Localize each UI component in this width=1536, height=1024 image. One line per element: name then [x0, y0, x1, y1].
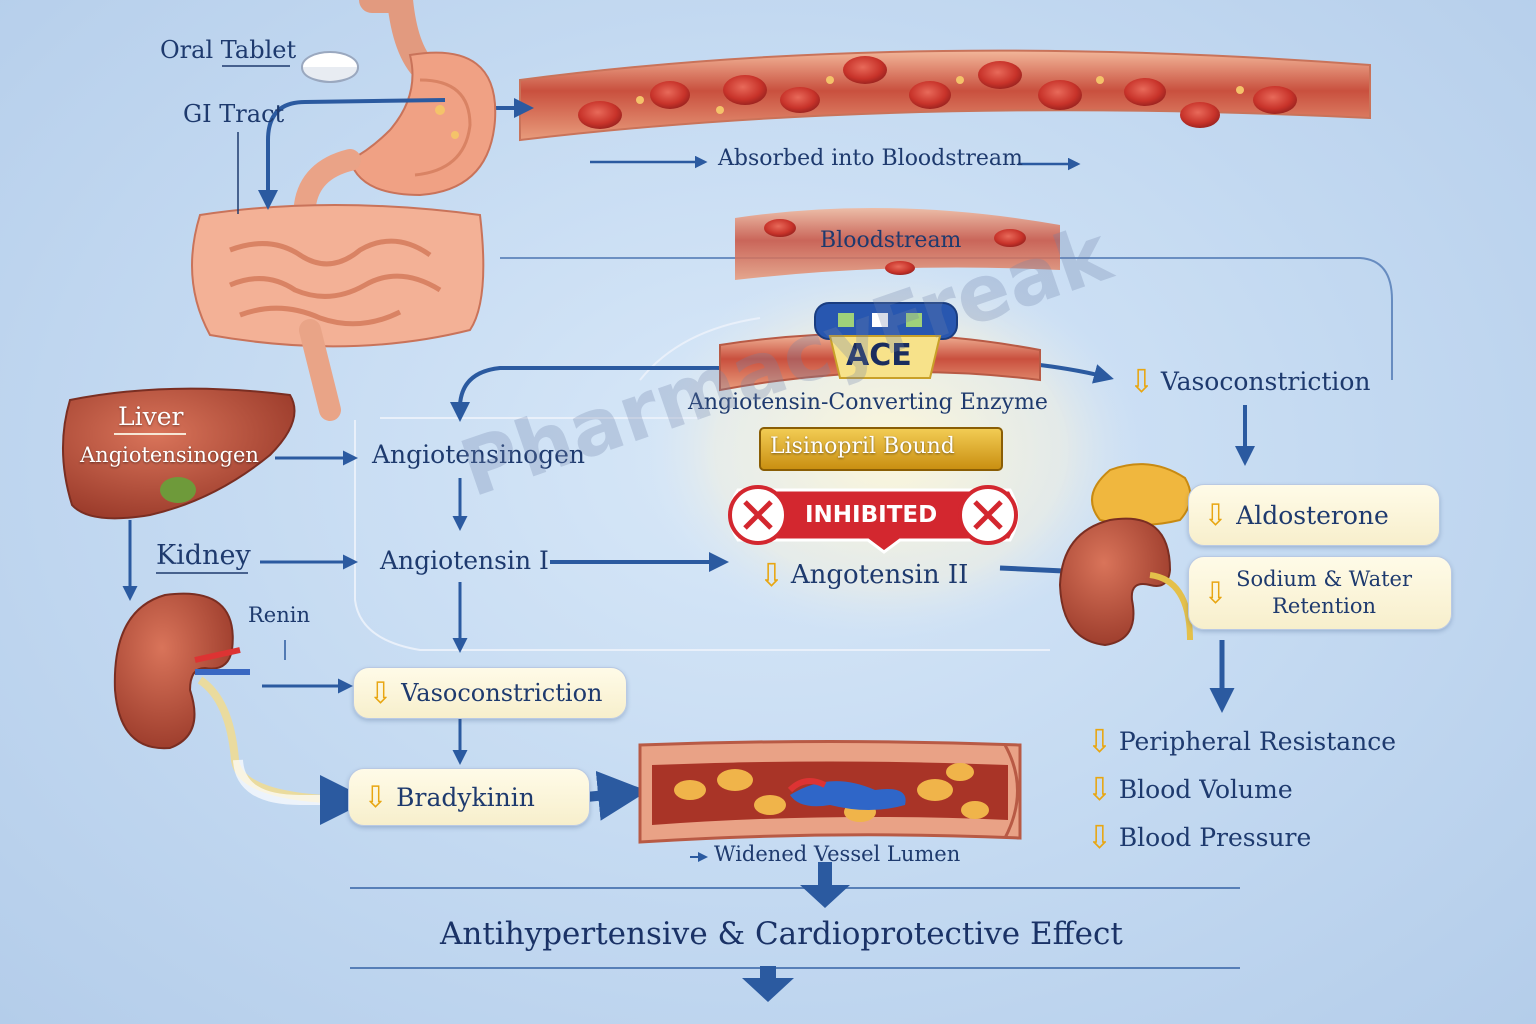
- liver-icon: [61, 387, 296, 520]
- blood-pressure-label: Blood Pressure: [1118, 822, 1312, 852]
- lisinopril-bound-label: Lisinopril Bound: [770, 434, 955, 459]
- widened-lumen-label: Widened Vessel Lumen: [714, 842, 961, 866]
- bradykinin-label: Bradykinin: [396, 782, 535, 812]
- frame-line: [354, 420, 1050, 651]
- arrow-to-vasoconstriction: [1039, 363, 1114, 384]
- down-arrow-icon: ⇩: [1128, 362, 1155, 400]
- blood-volume-label: Blood Volume: [1118, 774, 1293, 804]
- renin-label: Renin: [248, 603, 311, 627]
- frame-line: [500, 257, 1393, 380]
- angiotensin-ii-label: Angotensin II: [790, 560, 969, 590]
- ace-label: ACE: [846, 338, 912, 373]
- aldosterone-label: Aldosterone: [1236, 500, 1389, 530]
- stomach-icon: [294, 0, 497, 216]
- aldosterone-box: ⇩ Aldosterone: [1188, 484, 1440, 546]
- down-arrow-icon: ⇩: [1203, 575, 1229, 611]
- effect-label: Antihypertensive & Cardioprotective Effe…: [440, 916, 1123, 952]
- down-arrow-icon: ⇩: [363, 779, 389, 815]
- down-arrow-icon: ⇩: [1203, 497, 1229, 533]
- angiotensinogen-label: Angiotensinogen: [372, 440, 586, 469]
- bradykinin-arrow: [233, 759, 370, 825]
- sodium-water-box: ⇩ Sodium & Water Retention: [1188, 556, 1452, 630]
- ace-full-label: Angiotensin-Converting Enzyme: [688, 390, 1048, 415]
- arrow-ace-to-agen: [450, 366, 720, 422]
- lisinopril-badge: [759, 427, 1003, 471]
- intestines-icon: [191, 204, 485, 421]
- kidney-label: Kidney: [156, 540, 251, 571]
- down-arrow-icon: ⇩: [1086, 818, 1113, 856]
- gi-arrow: [258, 98, 446, 210]
- down-arrow-bottom: [742, 966, 794, 1002]
- oral-tablet-label: Oral Tablet: [160, 36, 297, 64]
- liver-label: Liver: [118, 402, 184, 431]
- down-arrow-icon: ⇩: [1086, 770, 1113, 808]
- peripheral-resistance-step: ⇩ Peripheral Resistance: [1086, 722, 1396, 760]
- bloodstream-label: Bloodstream: [820, 228, 962, 253]
- vasoconstriction-mid-box: ⇩ Vasoconstriction: [353, 667, 627, 719]
- widened-vessel-icon: [638, 740, 1022, 844]
- down-arrow-icon: ⇩: [1086, 722, 1113, 760]
- down-arrow-effect: [800, 862, 850, 908]
- gi-tract-label: GI Tract: [183, 100, 285, 128]
- kidney-adrenal-icon: [1058, 463, 1193, 647]
- absorbed-label: Absorbed into Bloodstream: [718, 146, 1023, 171]
- sodium-water-text: Sodium & Water Retention: [1236, 566, 1412, 620]
- down-arrow-icon: ⇩: [368, 675, 394, 711]
- liver-sub-label: Angiotensinogen: [80, 443, 259, 467]
- ace-enzyme-icon: [719, 302, 1041, 392]
- blood-volume-step: ⇩ Blood Volume: [1086, 770, 1293, 808]
- sodium-water-line-2: Retention: [1272, 594, 1377, 618]
- peripheral-resistance-label: Peripheral Resistance: [1118, 726, 1397, 756]
- inhibited-label: INHIBITED: [805, 502, 938, 528]
- angiotensin-i-label: Angiotensin I: [380, 546, 549, 575]
- bradykinin-box: ⇩ Bradykinin: [348, 768, 590, 826]
- vasoconstriction-top-label: Vasoconstriction: [1160, 366, 1371, 396]
- tablet-icon: [301, 51, 359, 84]
- inhibited-banner: [728, 485, 1019, 554]
- blood-vessel-middle: [735, 208, 1060, 280]
- vasoconstriction-mid-label: Vasoconstriction: [401, 679, 603, 707]
- vasoconstriction-top-step: ⇩ Vasoconstriction: [1128, 362, 1371, 400]
- angiotensin-ii-step: ⇩ Angotensin II: [758, 556, 968, 594]
- blood-pressure-step: ⇩ Blood Pressure: [1086, 818, 1311, 856]
- blood-vessel-top: [519, 49, 1371, 142]
- sodium-water-line-1: Sodium & Water: [1236, 567, 1412, 591]
- down-arrow-icon: ⇩: [758, 556, 785, 594]
